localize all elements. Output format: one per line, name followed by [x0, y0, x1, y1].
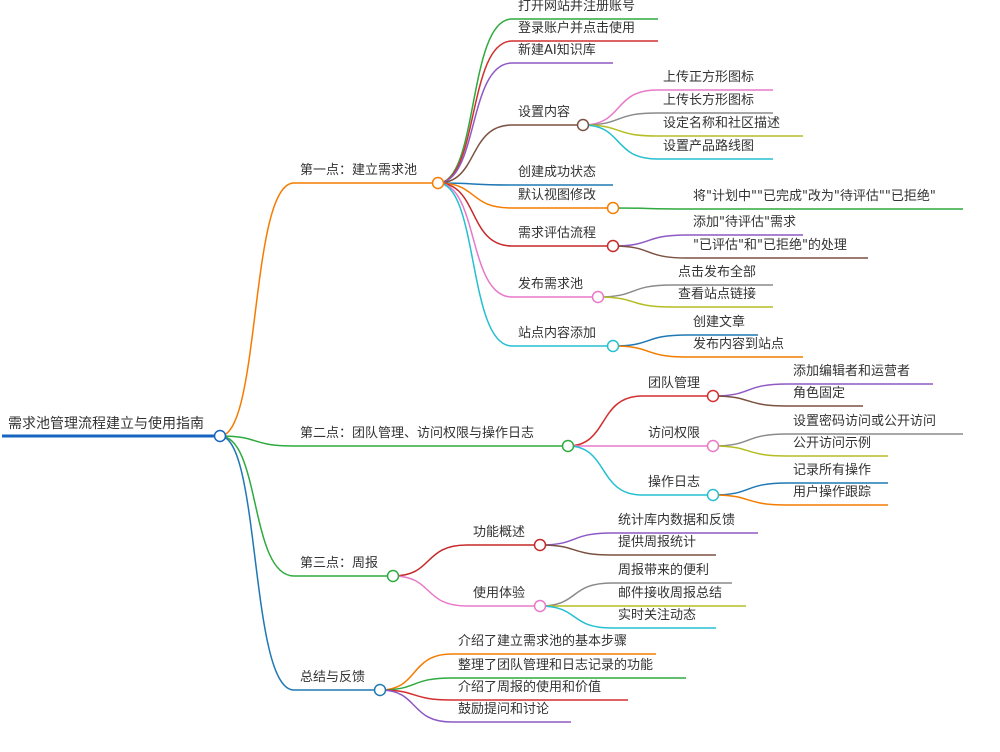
connector-b1h1: [597, 284, 673, 298]
connector-b2c2: [712, 494, 788, 506]
node-label-b1i2[interactable]: 发布内容到站点: [693, 337, 785, 352]
node-label-b4a[interactable]: 介绍了建立需求池的基本步骤: [458, 634, 628, 649]
connector-b1h: [437, 182, 513, 298]
node-label-b3a1[interactable]: 统计库内数据和反馈: [618, 513, 736, 528]
connector-b4a: [379, 653, 453, 691]
collapse-toggle-icon[interactable]: [606, 339, 620, 353]
node-label-b1g1[interactable]: 添加"待评估"需求: [693, 215, 796, 230]
node-label-b1f[interactable]: 默认视图修改: [518, 188, 597, 203]
collapse-toggle-icon[interactable]: [706, 439, 720, 453]
node-label-b2c1[interactable]: 记录所有操作: [793, 463, 872, 478]
node-label-b1h[interactable]: 发布需求池: [518, 277, 584, 292]
node-label-b1f1[interactable]: 将"计划中""已完成"改为"待评估""已拒绝": [693, 189, 936, 204]
connector-b2b1: [712, 433, 788, 447]
node-label-b2b2[interactable]: 公开访问示例: [793, 436, 872, 451]
node-label-b4c[interactable]: 介绍了周报的使用和价值: [458, 680, 602, 695]
connector-b1h2: [597, 296, 673, 308]
collapse-toggle-icon[interactable]: [213, 429, 227, 443]
connector-b2a: [567, 395, 643, 447]
node-label-b3[interactable]: 第三点：周报: [300, 556, 379, 571]
connector-b2c1: [712, 482, 788, 496]
connector-b1b: [437, 40, 513, 184]
node-label-b1[interactable]: 第一点：建立需求池: [300, 163, 418, 178]
connector-b3a: [392, 544, 468, 577]
connector-b1d1: [582, 89, 658, 126]
node-label-b1g2[interactable]: "已评估"和"已拒绝"的处理: [693, 238, 847, 253]
node-label-b1d4[interactable]: 设置产品路线图: [663, 139, 755, 154]
node-label-b1a[interactable]: 打开网站并注册账号: [518, 0, 636, 14]
collapse-toggle-icon[interactable]: [706, 488, 720, 502]
connector-b2a1: [712, 383, 788, 397]
node-label-b3b3[interactable]: 实时关注动态: [618, 608, 697, 623]
node-label-b1d3[interactable]: 设定名称和社区描述: [663, 116, 781, 131]
node-label-b2a[interactable]: 团队管理: [648, 376, 701, 391]
node-label-b2c[interactable]: 操作日志: [648, 475, 701, 490]
node-label-b1e[interactable]: 创建成功状态: [518, 165, 597, 180]
connector-b1d: [437, 124, 513, 184]
node-label-b4b[interactable]: 整理了团队管理和日志记录的功能: [458, 658, 654, 673]
node-label-b3b[interactable]: 使用体验: [473, 586, 526, 601]
connector-b2b2: [712, 445, 788, 457]
collapse-toggle-icon[interactable]: [606, 239, 620, 253]
node-label-b3a2[interactable]: 提供周报统计: [618, 535, 697, 550]
collapse-toggle-icon[interactable]: [576, 118, 590, 132]
collapse-toggle-icon[interactable]: [561, 439, 575, 453]
connector-b1i1: [612, 334, 688, 347]
connector-b1f: [437, 182, 513, 209]
node-label-b1h1[interactable]: 点击发布全部: [678, 265, 757, 280]
node-label-b2b1[interactable]: 设置密码访问或公开访问: [793, 414, 937, 429]
collapse-toggle-icon[interactable]: [533, 538, 547, 552]
connector-b3a2: [539, 544, 613, 556]
node-label-b4d[interactable]: 鼓励提问和讨论: [458, 702, 550, 717]
connector-b1f1: [612, 207, 688, 210]
collapse-toggle-icon[interactable]: [533, 599, 547, 613]
connector-b1i: [437, 182, 513, 347]
connector-b1d4: [582, 124, 658, 160]
node-label-b1b[interactable]: 登录账户并点击使用: [518, 21, 636, 36]
node-label-b1h2[interactable]: 查看站点链接: [678, 287, 757, 302]
connector-b3b: [392, 575, 468, 607]
collapse-toggle-icon[interactable]: [386, 569, 400, 583]
collapse-toggle-icon[interactable]: [706, 389, 720, 403]
node-label-b1i1[interactable]: 创建文章: [693, 315, 746, 330]
node-label-b3b2[interactable]: 邮件接收周报总结: [618, 586, 723, 601]
node-label-b2[interactable]: 第二点：团队管理、访问权限与操作日志: [300, 426, 535, 441]
root-node-label[interactable]: 需求池管理流程建立与使用指南: [8, 416, 204, 432]
connector-b1c: [437, 62, 513, 184]
collapse-toggle-icon[interactable]: [606, 201, 620, 215]
connector-b4d: [379, 689, 453, 723]
connector-b1i2: [612, 345, 688, 358]
node-label-b2c2[interactable]: 用户操作跟踪: [793, 485, 872, 500]
collapse-toggle-icon[interactable]: [431, 176, 445, 190]
node-label-b2b[interactable]: 访问权限: [648, 426, 701, 441]
connector-b1: [219, 182, 295, 437]
node-label-b1d[interactable]: 设置内容: [518, 105, 571, 120]
node-label-b4[interactable]: 总结与反馈: [300, 670, 366, 685]
collapse-toggle-icon[interactable]: [591, 290, 605, 304]
connector-b1a: [437, 18, 513, 184]
node-label-b3a[interactable]: 功能概述: [473, 525, 526, 540]
node-label-b1g[interactable]: 需求评估流程: [518, 226, 597, 241]
connector-b2a2: [712, 395, 788, 407]
node-label-b1i[interactable]: 站点内容添加: [518, 326, 597, 341]
connector-b1g1: [612, 234, 688, 247]
connector-b4: [219, 435, 295, 691]
connector-b2: [219, 435, 295, 447]
node-label-b1d1[interactable]: 上传正方形图标: [663, 70, 755, 85]
node-label-b2a2[interactable]: 角色固定: [793, 386, 846, 401]
collapse-toggle-icon[interactable]: [373, 683, 387, 697]
connector-b1g2: [612, 245, 688, 259]
node-label-b2a1[interactable]: 添加编辑者和运营者: [793, 364, 911, 379]
node-label-b1d2[interactable]: 上传长方形图标: [663, 93, 755, 108]
connector-b3: [219, 435, 295, 577]
connector-b2c: [567, 445, 643, 496]
node-label-b3b1[interactable]: 周报带来的便利: [618, 563, 710, 578]
connector-b3b1: [539, 582, 613, 607]
connector-b3a1: [539, 532, 613, 546]
connector-b1g: [437, 182, 513, 247]
node-label-b1c[interactable]: 新建AI知识库: [518, 43, 596, 58]
connector-b3b3: [539, 605, 613, 629]
